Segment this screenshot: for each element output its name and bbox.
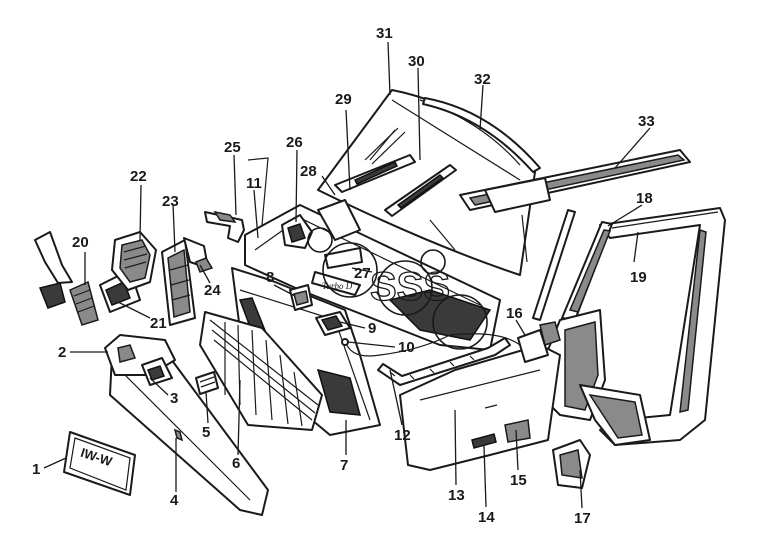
callout-3: 3	[170, 390, 178, 407]
release-handle-part-9	[315, 311, 351, 336]
leader-lines	[43, 41, 651, 509]
callout-13: 13	[448, 487, 465, 504]
fender-part-13	[399, 344, 561, 471]
callout-16: 16	[506, 305, 523, 322]
seal-strip-part-12	[377, 337, 511, 386]
callout-26: 26	[286, 134, 303, 151]
turbo-emblem-text: Turbo D	[322, 281, 353, 291]
callout-31: 31	[376, 25, 393, 42]
headlamp-bracket-part-20	[34, 231, 99, 326]
a-pillar-body-part-16	[544, 309, 651, 446]
callout-18: 18	[636, 190, 653, 207]
callout-6: 6	[232, 455, 240, 472]
callout-2: 2	[58, 344, 66, 361]
callout-30: 30	[408, 53, 425, 70]
callout-9: 9	[368, 320, 376, 337]
callout-1: 1	[32, 461, 40, 478]
latch-cable-part-8	[289, 284, 313, 311]
mudflap-part-17	[552, 439, 591, 489]
fender-bracket-part-15	[504, 419, 531, 443]
callout-4: 4	[170, 492, 179, 509]
hinge-part-27	[517, 321, 561, 363]
watermark: SSS	[307, 227, 488, 350]
callout-25: 25	[224, 139, 241, 156]
callout-20: 20	[72, 234, 89, 251]
callout-17: 17	[574, 510, 591, 527]
hood-hinge-part-25	[204, 157, 269, 243]
callout-29: 29	[335, 91, 352, 108]
clip-part-5	[195, 371, 219, 395]
lamp-bracket-part-24	[183, 237, 214, 273]
callout-7: 7	[340, 457, 348, 474]
callout-12: 12	[394, 427, 411, 444]
callout-23: 23	[162, 193, 179, 210]
callout-32: 32	[474, 71, 491, 88]
callout-14: 14	[478, 509, 495, 526]
door-frame-part-19	[599, 207, 726, 446]
windshield-seal-part-32	[422, 97, 576, 321]
callout-10: 10	[398, 339, 415, 356]
callout-27: 27	[354, 265, 371, 282]
indicator-lens-part-22	[111, 231, 157, 291]
callout-19: 19	[630, 269, 647, 286]
roof-rail-part-33	[459, 149, 691, 213]
callout-21: 21	[150, 315, 167, 332]
callout-8: 8	[266, 269, 274, 286]
callout-24: 24	[204, 282, 221, 299]
lamp-housing-part-23	[161, 239, 196, 326]
callout-33: 33	[638, 113, 655, 130]
number-plate-part-1: IW-W	[63, 431, 136, 496]
callout-28: 28	[300, 163, 317, 180]
callout-labels: 1 2 3 4 5 6 7 8 9 10 11 12 13 14 15 16 1…	[32, 25, 655, 527]
hood-latch-part-26	[281, 214, 313, 249]
callout-11: 11	[246, 175, 262, 192]
callout-15: 15	[510, 472, 527, 489]
bumper-bracket-part-3	[141, 357, 173, 386]
watermark-text: SSS	[370, 265, 450, 309]
pillar-trim-part-18	[561, 221, 613, 321]
cable-part-10	[341, 333, 521, 357]
hood-bracket-part-28	[317, 199, 363, 269]
grille-part-6	[199, 311, 323, 431]
callout-22: 22	[130, 168, 147, 185]
side-repeater-part-14	[471, 433, 497, 449]
callout-5: 5	[202, 424, 210, 441]
wiper-arms-part-29-30	[334, 127, 457, 217]
